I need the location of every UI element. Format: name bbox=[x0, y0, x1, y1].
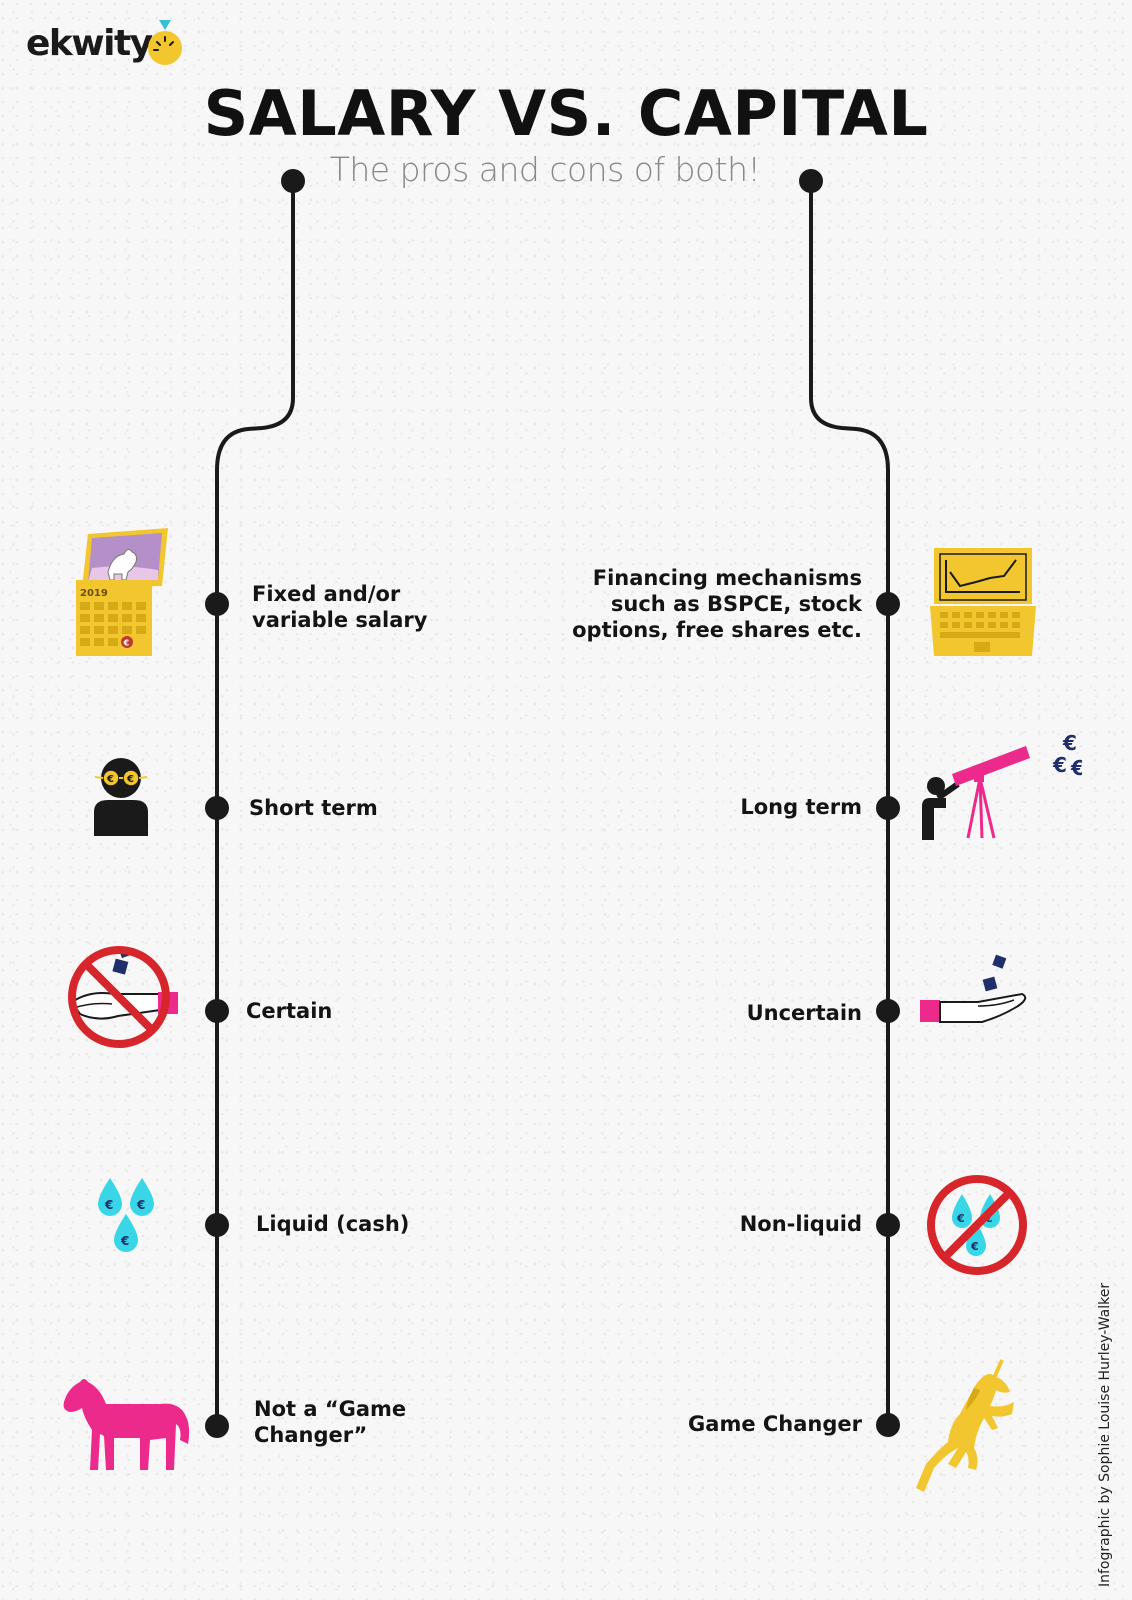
floating-euro: € bbox=[1062, 734, 1077, 755]
capital-label-uncertain: Uncertain bbox=[746, 1001, 862, 1025]
laptop-chart-icon bbox=[930, 548, 1036, 656]
capital-node-dot bbox=[876, 796, 900, 820]
no-euro-drops-icon: € € € bbox=[927, 1175, 1027, 1275]
pink-horse-icon bbox=[63, 1379, 190, 1470]
salary-node-dot bbox=[205, 1414, 229, 1438]
salary-node-dot bbox=[205, 796, 229, 820]
salary-label-short-term: Short term bbox=[249, 796, 378, 820]
floating-euro: € bbox=[1070, 756, 1082, 780]
page-title: SALARY VS. CAPITAL bbox=[203, 77, 929, 150]
glasses-euro-right: € bbox=[126, 774, 134, 785]
salary-flow-line bbox=[215, 181, 295, 1425]
logo-wordmark: ekwity bbox=[26, 23, 153, 64]
dice-hand-icon bbox=[920, 954, 1027, 1023]
drop-euro: € bbox=[136, 1198, 145, 1212]
euro-glasses-person-icon: € € bbox=[94, 758, 148, 836]
drop-euro: € bbox=[104, 1198, 113, 1212]
floating-euro: € bbox=[1052, 753, 1067, 777]
drop-euro: € bbox=[120, 1234, 129, 1248]
glasses-euro-left: € bbox=[106, 774, 114, 785]
ekwity-logo: ekwity bbox=[26, 23, 153, 64]
salary-label-liquid: Liquid (cash) bbox=[256, 1212, 410, 1236]
page-subtitle: The pros and cons of both! bbox=[329, 150, 761, 189]
salary-label-not-game-changer: Not a “Game Changer” bbox=[254, 1397, 407, 1447]
capital-node-dot bbox=[876, 999, 900, 1023]
euro-drops-icon: € € € bbox=[98, 1178, 154, 1252]
calendar-euro-mark: € bbox=[123, 639, 130, 648]
salary-node-dot bbox=[205, 592, 229, 616]
salary-label-certain: Certain bbox=[246, 999, 333, 1023]
logo-sun-icon bbox=[148, 20, 182, 65]
salary-start-dot bbox=[281, 169, 305, 193]
gold-unicorn-icon bbox=[916, 1359, 1014, 1492]
capital-label-long-term: Long term bbox=[740, 795, 862, 819]
drop-euro: € bbox=[970, 1240, 979, 1253]
infographic-credit: Infographic by Sophie Louise Hurley-Walk… bbox=[1097, 1282, 1113, 1587]
unicorn-calendar-icon: 2019 € bbox=[76, 528, 168, 656]
drop-euro: € bbox=[956, 1212, 965, 1225]
salary-label-fixed-variable: Fixed and/or variable salary bbox=[252, 582, 428, 632]
capital-label-financing-mechanisms: Financing mechanisms such as BSPCE, stoc… bbox=[572, 566, 862, 642]
salary-node-dot bbox=[205, 999, 229, 1023]
calendar-year: 2019 bbox=[80, 588, 108, 599]
capital-start-dot bbox=[799, 169, 823, 193]
capital-label-game-changer: Game Changer bbox=[688, 1412, 862, 1436]
capital-node-dot bbox=[876, 1213, 900, 1237]
capital-node-dot bbox=[876, 1413, 900, 1437]
telescope-euros-icon: € € € bbox=[922, 734, 1082, 840]
capital-node-dot bbox=[876, 592, 900, 616]
capital-flow-line bbox=[809, 181, 890, 1425]
capital-label-non-liquid: Non-liquid bbox=[739, 1212, 862, 1236]
no-dice-hand-icon bbox=[68, 946, 178, 1048]
salary-node-dot bbox=[205, 1213, 229, 1237]
